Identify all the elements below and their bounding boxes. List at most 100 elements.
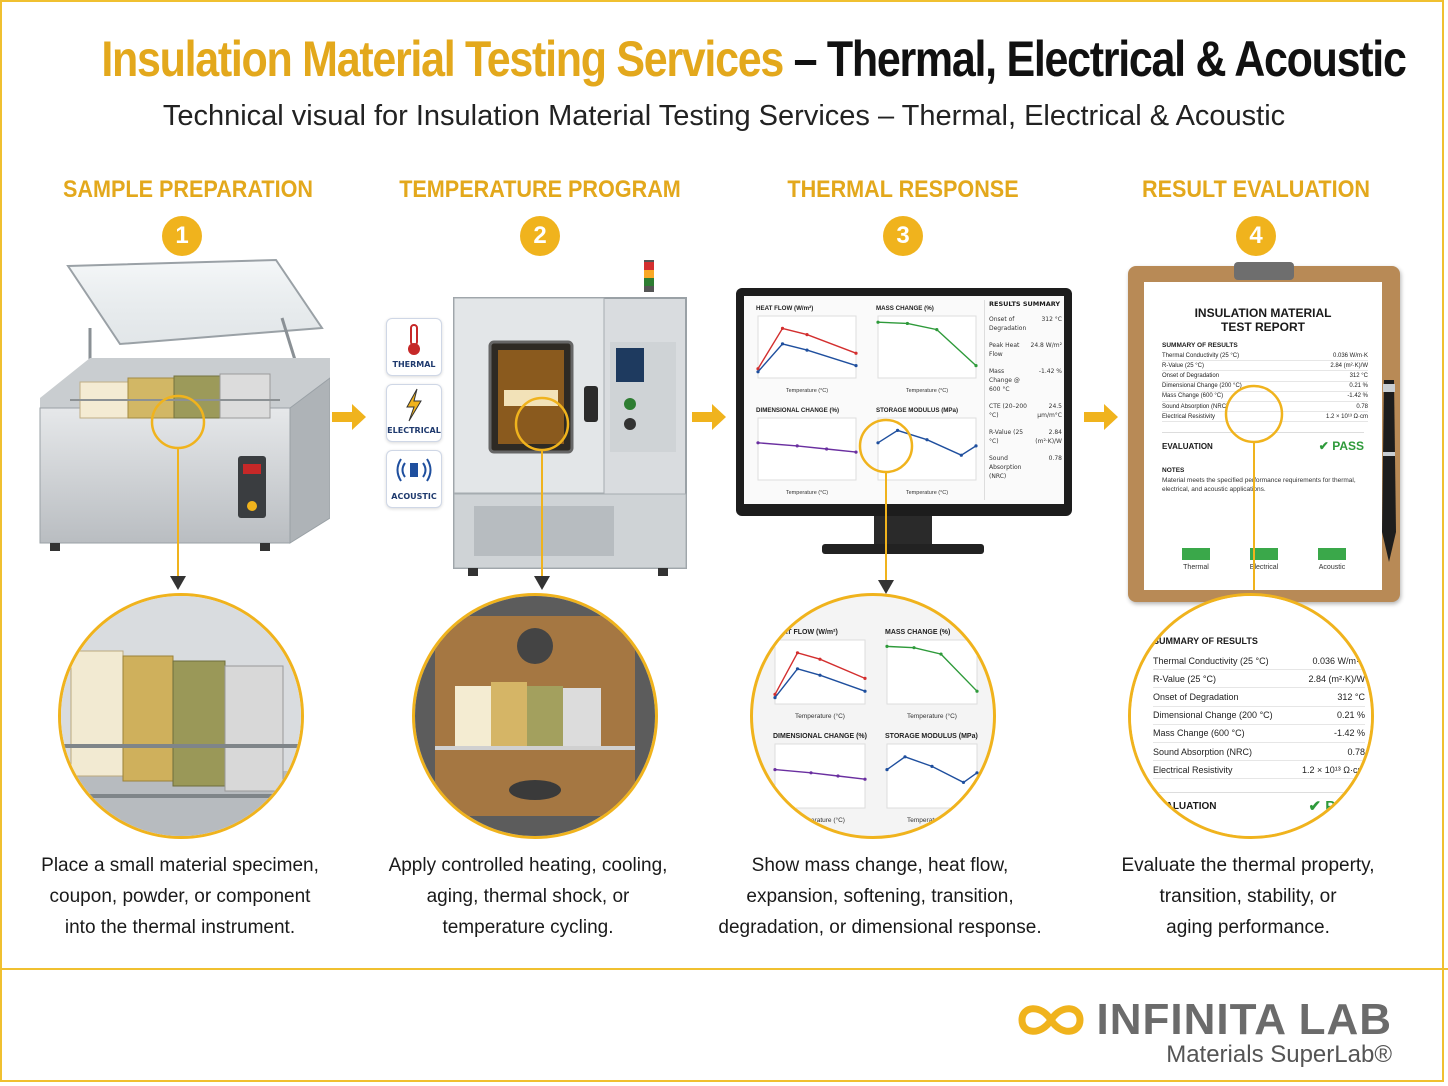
report-row: Mass Change (600 °C) -1.42 % bbox=[1153, 725, 1365, 743]
report-row: Thermal Conductivity (25 °C) 0.036 W/m·K bbox=[1162, 351, 1368, 362]
report-row-value: -1.42 % bbox=[1333, 728, 1365, 739]
chart-series-line bbox=[774, 768, 866, 780]
summary-row: Mass Change @ 600 °C-1.42 % bbox=[989, 367, 1062, 394]
summary-label: Sound Absorption (NRC) bbox=[989, 455, 1022, 480]
report-bar bbox=[1318, 548, 1346, 560]
report-row-label: Dimensional Change (200 °C) bbox=[1162, 383, 1242, 390]
step-3-title: THERMAL RESPONSE bbox=[787, 176, 1019, 203]
summary-value: 24.8 W/m² bbox=[1030, 342, 1062, 349]
page-title: Insulation Material Testing Services – T… bbox=[101, 30, 1406, 88]
chart-series-line bbox=[877, 321, 977, 367]
clipboard-clip bbox=[1234, 262, 1294, 280]
closeup-evaluation-row: EVALUATION ✔ PASS bbox=[1153, 792, 1365, 815]
step-3-caption: Show mass change, heat flow, expansion, … bbox=[718, 855, 1042, 938]
report-row-label: Dimensional Change (200 °C) bbox=[1153, 710, 1273, 721]
electrical-test-badge: ELECTRICAL bbox=[386, 384, 442, 442]
report-row-value: 0.036 W/m·K bbox=[1332, 352, 1368, 359]
chamber-closeup-lens bbox=[412, 593, 658, 839]
report-row: R-Value (25 °C) 2.84 (m²·K)/W bbox=[1162, 361, 1368, 372]
report-bar-label: Acoustic bbox=[1318, 564, 1346, 571]
report-row-value: 1.2 × 10¹³ Ω·cm bbox=[1302, 764, 1365, 775]
report-row-label: Sound Absorption (NRC) bbox=[1153, 746, 1253, 757]
report-row-value: 0.78 bbox=[1347, 746, 1365, 757]
summary-label: Onset of Degradation bbox=[989, 316, 1027, 332]
report-row: R-Value (25 °C) 2.84 (m²·K)/W bbox=[1153, 670, 1365, 689]
report-row-label: Onset of Degradation bbox=[1153, 691, 1239, 702]
report-sheet: INSULATION MATERIAL TEST REPORT SUMMARY … bbox=[1144, 282, 1382, 590]
chart-series-line bbox=[757, 343, 857, 373]
report-row-value: 0.21 % bbox=[1349, 383, 1368, 390]
report-row-value: 2.84 (m²·K)/W bbox=[1330, 362, 1368, 369]
thermal-test-badge: THERMAL bbox=[386, 318, 442, 376]
chart-xlabel: Temperature (°C) bbox=[786, 490, 828, 496]
report-row: Mass Change (600 °C)-1.42 % bbox=[1162, 392, 1368, 402]
chart-point bbox=[756, 441, 760, 445]
step-4-number: 4 bbox=[1236, 216, 1276, 256]
page-subtitle: Technical visual for Insulation Material… bbox=[162, 100, 1286, 132]
report-row-value: 1.2 × 10¹³ Ω·cm bbox=[1326, 413, 1368, 420]
summary-row: Peak Heat Flow 24.8 W/m² bbox=[989, 341, 1062, 359]
step-3-number: 3 bbox=[883, 216, 923, 256]
report-row-label: Mass Change (600 °C) bbox=[1153, 728, 1245, 739]
chart-xlabel: Temperature (°C) bbox=[795, 712, 845, 720]
step-1-caption: Place a small material specimen, coupon,… bbox=[41, 855, 319, 938]
summary-value: 24.5 µm/m°C bbox=[1037, 403, 1062, 419]
arrow-right-icon bbox=[1084, 404, 1118, 430]
chart-series-line bbox=[774, 667, 866, 699]
charts-closeup-lens: HEAT FLOW (W/m²)Temperature (°C)MASS CHA… bbox=[750, 593, 996, 839]
sample-bath-illustration bbox=[39, 258, 330, 578]
electrical-label: ELECTRICAL bbox=[387, 426, 441, 435]
summary-label: Mass Change @ 600 °C bbox=[989, 368, 1020, 393]
footer-divider bbox=[0, 968, 1448, 970]
report-bar bbox=[1182, 548, 1210, 560]
report-row-label: Thermal Conductivity (25 °C) bbox=[1153, 655, 1269, 666]
monitor-screen: HEAT FLOW (W/m²)Temperature (°C)MASS CHA… bbox=[744, 296, 1064, 504]
acoustic-label: ACOUSTIC bbox=[391, 492, 437, 501]
report-row-label: R-Value (25 °C) bbox=[1162, 362, 1204, 369]
summary-label: R-Value (25 °C) bbox=[989, 429, 1024, 445]
summary-label: Peak Heat Flow bbox=[989, 342, 1020, 358]
checkmark-icon: ✔ bbox=[1308, 798, 1322, 815]
thermal-label: THERMAL bbox=[392, 360, 436, 369]
chart-series-line bbox=[877, 429, 977, 456]
title-gold: Insulation Material Testing Services bbox=[101, 31, 784, 87]
step-2-number: 2 bbox=[520, 216, 560, 256]
report-row-value: 312 °C bbox=[1349, 372, 1368, 379]
report-row-value: 2.84 (m²·K)/W bbox=[1308, 673, 1365, 684]
report-row-label: Mass Change (600 °C) bbox=[1162, 393, 1224, 400]
monitor-charts: HEAT FLOW (W/m²)Temperature (°C)MASS CHA… bbox=[756, 305, 978, 496]
report-bar-item: Acoustic bbox=[1298, 548, 1366, 571]
chart-xlabel: Temperature (°C) bbox=[786, 388, 828, 394]
chart-xlabel: Temperature (°C) bbox=[907, 816, 957, 824]
arrow-right-icon bbox=[332, 404, 366, 430]
evaluation-label: EVALUATION bbox=[1162, 441, 1213, 451]
chart-title: HEAT FLOW (W/m²) bbox=[773, 629, 838, 636]
checkmark-icon: ✔ bbox=[1318, 439, 1329, 454]
report-closeup-lens: SUMMARY OF RESULTS Thermal Conductivity … bbox=[1128, 593, 1374, 839]
report-row-label: Thermal Conductivity (25 °C) bbox=[1162, 352, 1240, 359]
report-row: Dimensional Change (200 °C)0.21 % bbox=[1153, 707, 1365, 725]
monitor-base bbox=[822, 544, 984, 554]
connector-arrow-2 bbox=[534, 576, 550, 590]
report-row: Thermal Conductivity (25 °C)0.036 W/m·K bbox=[1153, 652, 1365, 671]
chart-title: STORAGE MODULUS (MPa) bbox=[876, 407, 958, 414]
title-dark: – Thermal, Electrical & Acoustic bbox=[793, 31, 1407, 87]
results-monitor: HEAT FLOW (W/m²)Temperature (°C)MASS CHA… bbox=[736, 288, 1072, 554]
report-row: Sound Absorption (NRC) 0.78 bbox=[1153, 743, 1365, 762]
report-row-label: Sound Absorption (NRC) bbox=[1162, 403, 1229, 410]
report-row-label: R-Value (25 °C) bbox=[1153, 673, 1216, 684]
chart-point bbox=[773, 768, 777, 772]
chart-xlabel: Temperature (°C) bbox=[906, 490, 948, 496]
charts-closeup-image: HEAT FLOW (W/m²)Temperature (°C)MASS CHA… bbox=[773, 629, 979, 824]
chart-xlabel: Temperature (°C) bbox=[795, 816, 845, 824]
report-row: Sound Absorption (NRC) 0.78 bbox=[1162, 402, 1368, 413]
step-1-number: 1 bbox=[162, 216, 202, 256]
thermometer-icon bbox=[408, 324, 420, 355]
report-row-value: 0.78 bbox=[1356, 403, 1368, 410]
step-4-caption: Evaluate the thermal property, transitio… bbox=[1121, 855, 1375, 938]
arrow-right-icon bbox=[692, 404, 726, 430]
